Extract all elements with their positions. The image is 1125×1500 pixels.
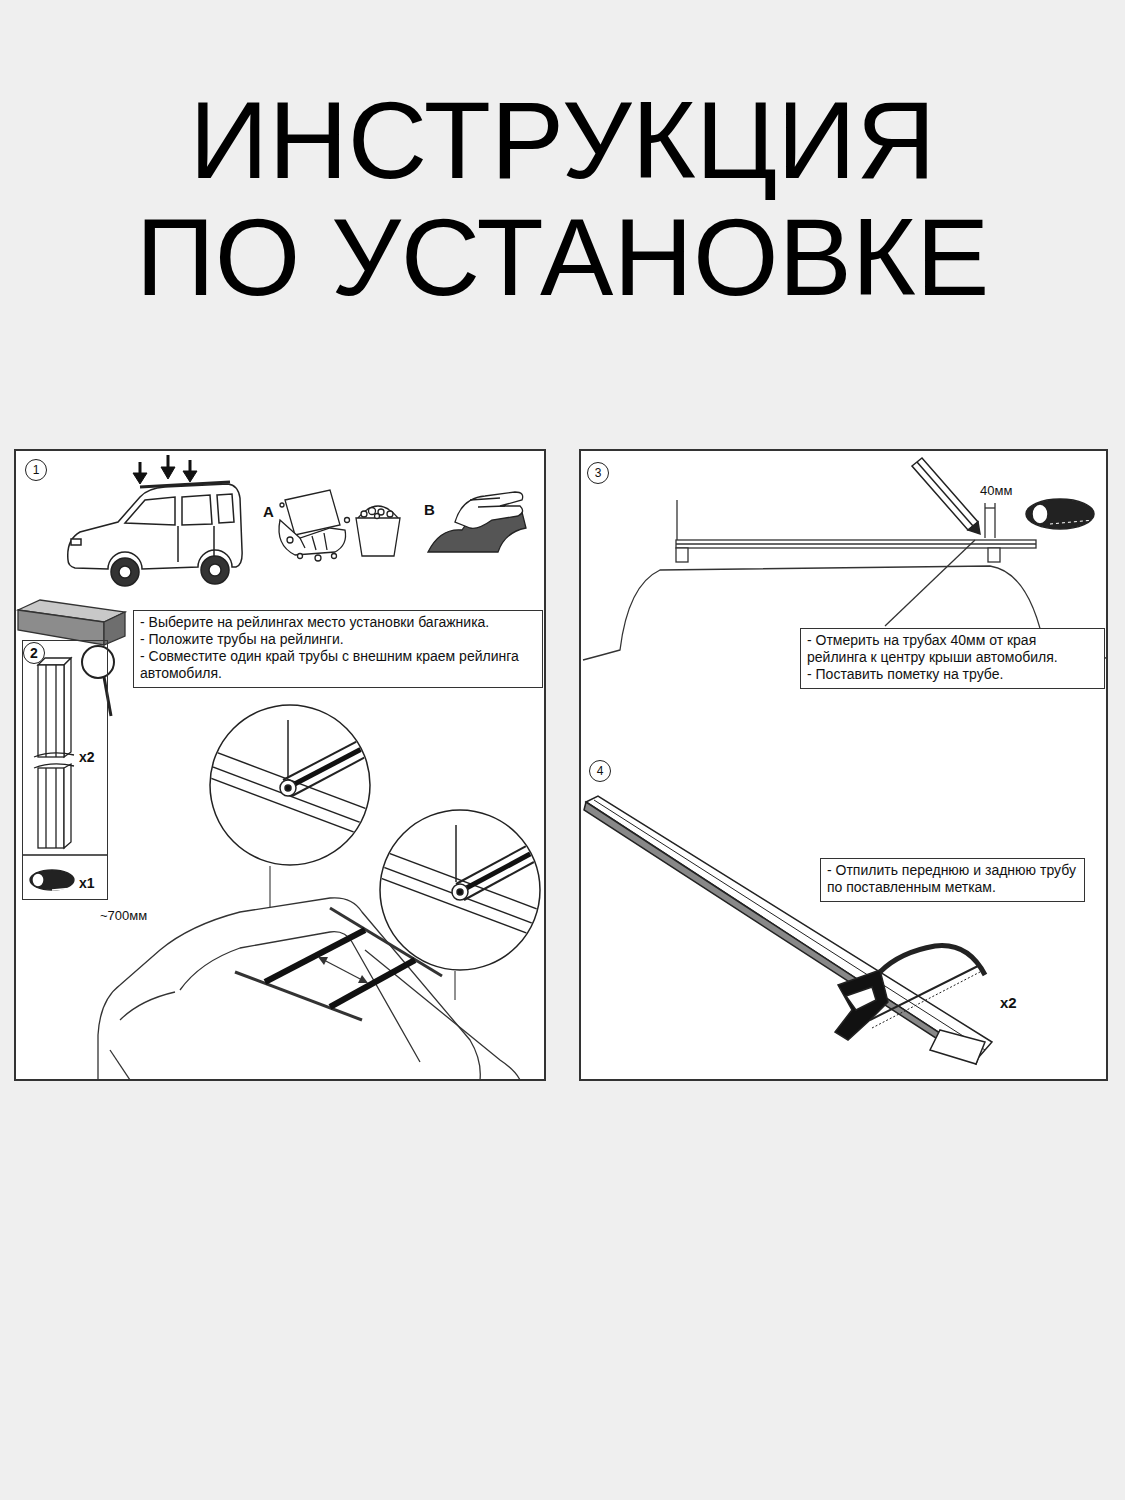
instruction-text: - Положите трубы на рейлинги.	[140, 631, 536, 648]
step-number: 2	[23, 642, 45, 664]
parts-box: x2 x1 2	[22, 640, 108, 900]
step-number-text: 3	[595, 467, 602, 479]
quantity-text: x1	[79, 875, 95, 891]
quantity-label: x2	[1000, 994, 1017, 1011]
step-number-text: 2	[30, 645, 38, 661]
instruction-callout: - Отмерить на трубах 40мм от края рейлин…	[800, 628, 1105, 689]
step-number: 3	[587, 462, 609, 484]
step-variant-letter: A	[263, 503, 274, 520]
step-number-text: 1	[33, 464, 40, 476]
instruction-text: - Поставить пометку на трубе.	[807, 666, 1098, 683]
step-number: 4	[589, 760, 611, 782]
instruction-text: - Выберите на рейлингах место установки …	[140, 614, 536, 631]
instruction-callout: - Выберите на рейлингах место установки …	[133, 610, 543, 688]
step-number: 1	[25, 459, 47, 481]
instruction-text: - Отпилить переднюю и заднюю трубу по по…	[827, 862, 1078, 896]
instruction-callout: - Отпилить переднюю и заднюю трубу по по…	[820, 858, 1085, 902]
step-number-text: 4	[597, 765, 604, 777]
dimension-label: 40мм	[980, 484, 1012, 499]
instruction-text: - Совместите один край трубы с внешним к…	[140, 648, 536, 682]
step-variant-letter: B	[424, 501, 435, 518]
instruction-text: - Отмерить на трубах 40мм от края рейлин…	[807, 632, 1098, 666]
quantity-text: x2	[79, 749, 95, 765]
page-title: ИНСТРУКЦИЯ ПО УСТАНОВКЕ	[0, 81, 1125, 315]
dimension-label: ~700мм	[100, 909, 147, 924]
